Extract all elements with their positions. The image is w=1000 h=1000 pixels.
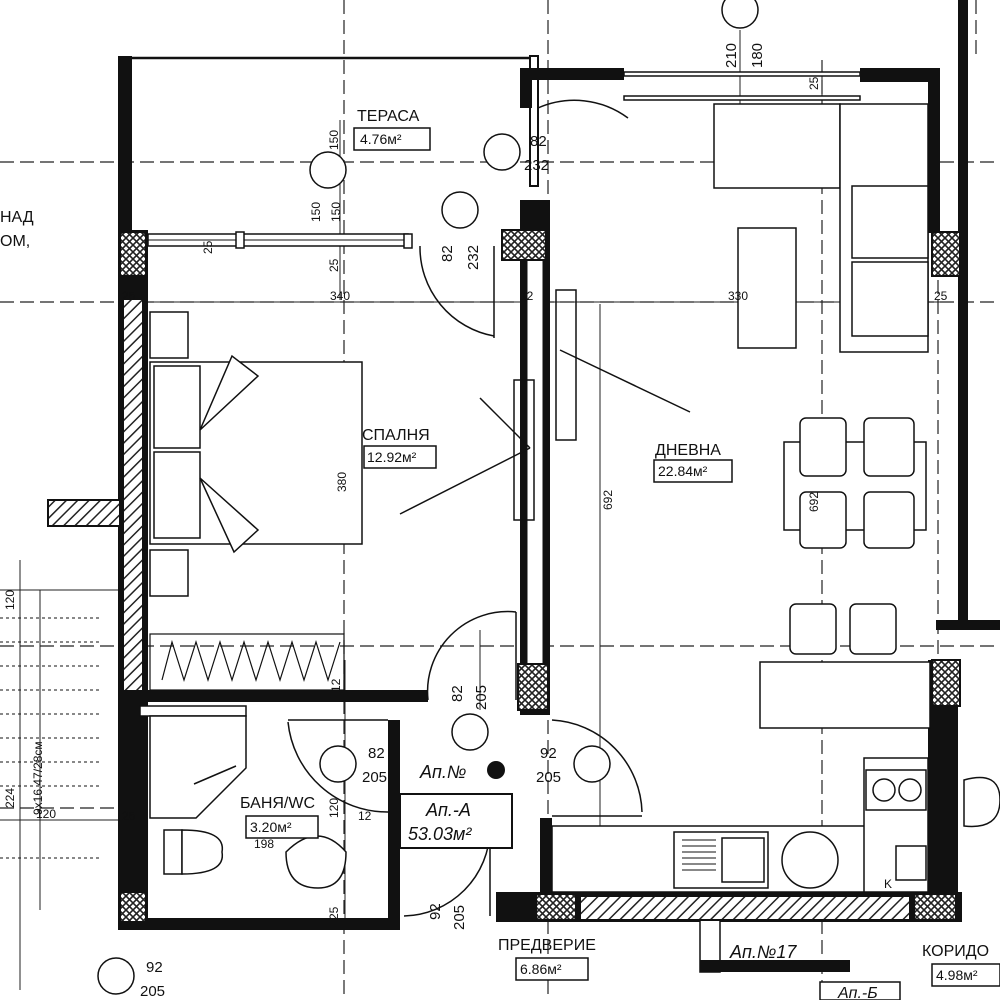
dim-25-c: 25 [122, 289, 136, 303]
bathroom-name: БАНЯ/WC [240, 795, 315, 812]
dim-25-f: 25 [327, 906, 341, 920]
dim-82-c: 82 [449, 685, 466, 702]
dim-180: 180 [749, 43, 766, 68]
dim-205-a: 205 [473, 685, 490, 710]
apartment-number-label: Ап.№ [419, 762, 466, 782]
dim-120-b: 120 [3, 590, 17, 610]
sliding-partition [399, 289, 691, 521]
dim-150-c: 150 [329, 202, 343, 222]
dim-150-b: 150 [309, 202, 323, 222]
neighbor-apartment-label: Ап.-Б [837, 985, 878, 1000]
dim-12-c: 12 [358, 809, 372, 823]
dim-82-a: 82 [530, 133, 547, 150]
dim-205-b: 205 [362, 769, 387, 786]
living-name: ДНЕВНА [655, 442, 721, 459]
dim-92-b: 92 [427, 903, 444, 920]
columns [47, 229, 961, 923]
left-note-line1: НАД [0, 209, 34, 226]
apartment-number-marker [487, 761, 505, 779]
apartment-area: 53.03м² [408, 824, 472, 844]
terrace-area: 4.76м² [360, 131, 402, 147]
dim-330: 330 [728, 289, 748, 303]
dim-92-c: 92 [146, 959, 163, 976]
kitchen [551, 661, 931, 893]
dim-k: K [884, 877, 892, 891]
dim-92-a: 92 [540, 745, 557, 762]
dim-25-top: 25 [807, 76, 821, 90]
dim-205-d: 205 [451, 905, 468, 930]
next-apartment-label: Ап.№17 [729, 942, 797, 962]
dim-380: 380 [335, 472, 349, 492]
dim-205-c: 205 [536, 769, 561, 786]
hall-area: 6.86м² [520, 961, 562, 977]
hall-name: ПРЕДВЕРИЕ [498, 937, 596, 954]
apartment-label-box [399, 793, 513, 849]
dim-25-a: 25 [327, 258, 341, 272]
stairs-label: 9x16.47/28см [31, 741, 45, 815]
dim-198: 198 [254, 837, 274, 851]
dim-692-a: 692 [601, 490, 615, 510]
bed [149, 311, 363, 597]
dim-692-b: 692 [807, 492, 821, 512]
dim-120-c: 120 [36, 807, 56, 821]
bathroom-fixtures [149, 715, 1000, 889]
doors [287, 99, 643, 917]
area-boxes [245, 127, 1000, 1000]
dim-25-e: 25 [122, 809, 136, 823]
left-note-line2: ОМ, [0, 233, 30, 250]
dimension-texts: 210 180 25 82 232 82 232 150 150 150 25 … [3, 43, 948, 1000]
apartment-label: Ап.-А [425, 800, 471, 820]
dim-340: 340 [330, 289, 350, 303]
dim-224: 224 [3, 788, 17, 808]
dim-232-b: 232 [465, 245, 482, 270]
sofa [713, 103, 929, 353]
door-markers [97, 0, 759, 995]
dim-25-d: 25 [934, 289, 948, 303]
bathroom-area: 3.20м² [250, 819, 292, 835]
corridor-name: КОРИДО [922, 943, 989, 960]
dim-25-b: 25 [201, 240, 215, 254]
dim-12-a: 12 [520, 289, 534, 303]
dim-232-a: 232 [524, 157, 549, 174]
dining-set [783, 417, 927, 655]
dim-210: 210 [723, 43, 740, 68]
living-area: 22.84м² [658, 463, 708, 479]
bedroom-area: 12.92м² [367, 449, 417, 465]
dim-205-e: 205 [140, 983, 165, 1000]
dim-82-b: 82 [439, 245, 456, 262]
dimension-lines [0, 30, 940, 990]
corridor-area: 4.98м² [936, 967, 978, 983]
stairs [0, 617, 100, 859]
terrace-outline [118, 55, 539, 249]
dim-150-a: 150 [327, 130, 341, 150]
dim-120-a: 120 [327, 798, 341, 818]
bedroom-name: СПАЛНЯ [362, 427, 430, 444]
wardrobe [149, 633, 345, 691]
dim-12-b: 12 [329, 678, 343, 692]
dim-82-d: 82 [368, 745, 385, 762]
terrace-name: ТЕРАСА [357, 108, 420, 125]
